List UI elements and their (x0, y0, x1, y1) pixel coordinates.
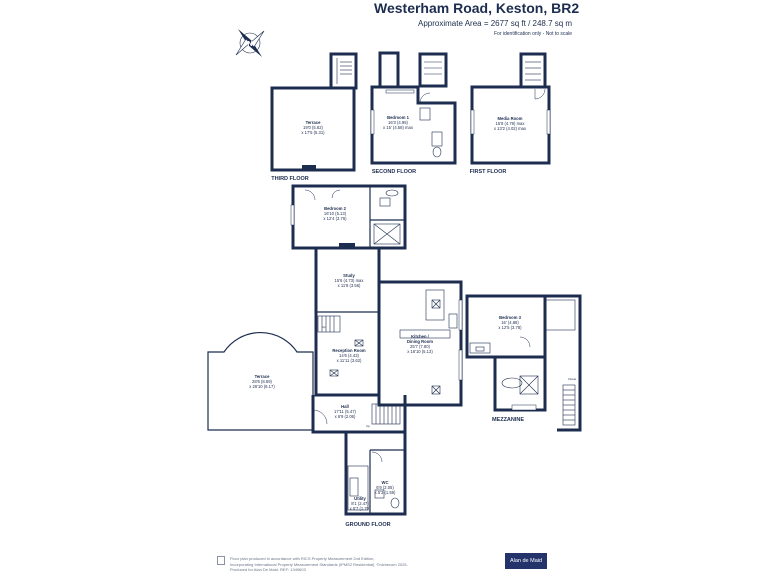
bedroom2-block: Bedroom 2 16'10 (5.13) x 12'4 (3.76) (290, 184, 407, 250)
footer-line: Produced for Alan De Maid. REF: 1349603 (230, 567, 306, 572)
room-name: Reception Room (332, 348, 366, 353)
room-name: Kitchen / (411, 334, 430, 339)
mezzanine-plan: Closet Bedroom 3 16' (4.88) x 12'5 (3.78… (465, 294, 582, 432)
room-dim: x 15' (4.58) max (383, 125, 414, 130)
room-dim: x 5'7 (1.70) (350, 506, 371, 511)
footer-line: Incorporating International Property Mea… (230, 561, 408, 567)
room-name: Terrace (255, 374, 270, 379)
first-floor-plan: Media Room 15'8 (4.78) max x 13'2 (4.02)… (470, 52, 551, 175)
room-name: Study (343, 273, 355, 278)
room-dim: x 16'10 (5.13) (407, 349, 433, 354)
room-dim: x 6'9 (2.06) (335, 414, 356, 419)
room-name: Bedroom 2 (324, 206, 347, 211)
room-dim: 16'10 (5.13) (324, 211, 347, 216)
room-dim: 6'9 (2.05) (376, 485, 394, 490)
approximate-area: Approximate Area = 2677 sq ft / 248.7 sq… (418, 19, 573, 28)
second-floor-plan: Bedroom 1 16'3 (4.95) x 15' (4.58) max S… (370, 51, 457, 175)
second-floor-label: SECOND FLOOR (372, 169, 416, 175)
room-dim: 16'3 (4.95) (388, 120, 408, 125)
room-dim: 17'11 (5.47) (334, 409, 357, 414)
room-dim: 15'6 (4.73) max (335, 278, 365, 283)
closet-label: Closet (568, 377, 577, 381)
compass-letter: N (247, 41, 252, 48)
room-dim: 19'0 (5.82) (303, 125, 323, 130)
scale-disclaimer: For identification only - Not to scale (494, 31, 573, 37)
footer-note: Floor plan produced in accordance with R… (230, 556, 500, 573)
page-title: Westerham Road, Keston, BR2 (374, 0, 580, 16)
room-dim: x 12'4 (3.76) (323, 216, 347, 221)
room-dim: x 26'10 (8.17) (249, 384, 275, 389)
room-dim: 8'1 (2.47) (351, 501, 369, 506)
room-dim: x 17'5 (5.31) (301, 130, 325, 135)
room-dim: x 13'2 (4.02) max (494, 126, 527, 131)
room-name: Dining Room (407, 339, 433, 344)
ground-floor-plan: Up Study 15'6 (4.73) max x 11'8 (3.56) R… (207, 248, 463, 528)
room-dim: 15'8 (4.78) max (496, 121, 526, 126)
room-name: Bedroom 1 (387, 115, 410, 120)
room-dim: 25'7 (7.80) (410, 344, 430, 349)
mezzanine-label: MEZZANINE (492, 417, 524, 423)
third-floor-label: THIRD FLOOR (271, 176, 309, 182)
room-dim: x 11'11 (3.62) (337, 358, 362, 363)
ground-floor-label: GROUND FLOOR (345, 522, 390, 528)
room-name: Bedroom 3 (499, 315, 522, 320)
room-dim: 16' (4.88) (501, 320, 519, 325)
room-name: Hall (341, 404, 349, 409)
room-name: Terrace (306, 120, 321, 125)
stairs-up-label: Up (322, 325, 326, 329)
stairs-label: Up (366, 424, 370, 428)
room-dim: x 12'5 (3.78) (498, 325, 522, 330)
first-floor-label: FIRST FLOOR (470, 169, 507, 175)
room-dim: 14'6 (4.43) (339, 353, 359, 358)
room-dim: x 5'3 (1.59) (375, 490, 396, 495)
room-name: Media Room (498, 116, 523, 121)
qr-code-icon (217, 556, 225, 565)
compass-north-icon: N (235, 29, 265, 57)
room-dim: 28'6 (8.69) (252, 379, 272, 384)
room-name: Utility (354, 496, 366, 501)
third-floor-plan: Terrace 19'0 (5.82) x 17'5 (5.31) THIRD … (270, 52, 358, 182)
room-name: WC (382, 480, 389, 485)
footer-line: Floor plan produced in accordance with R… (230, 556, 375, 561)
agent-logo: Alan de Maid (505, 553, 547, 569)
room-dim: x 11'8 (3.56) (338, 283, 361, 288)
